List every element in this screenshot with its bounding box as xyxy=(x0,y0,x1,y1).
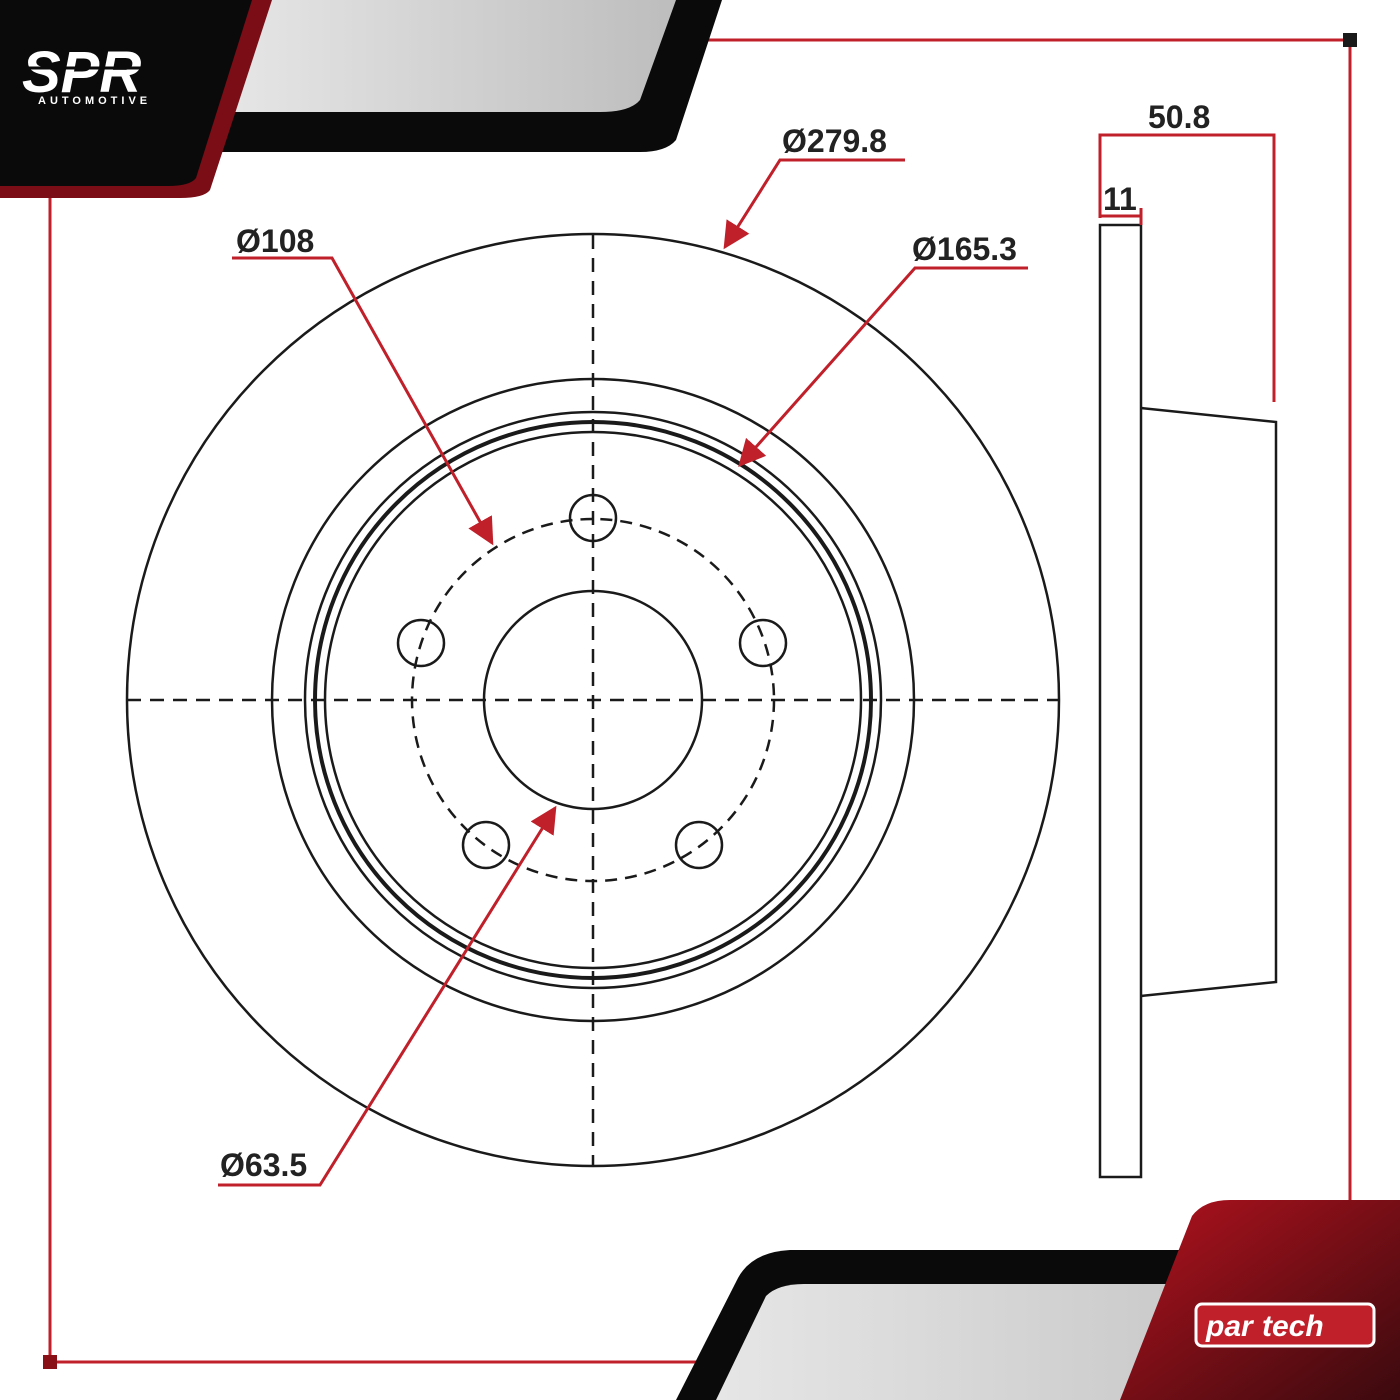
rotor-friction-plate xyxy=(1098,223,1143,1179)
frame-corner-bottom-left xyxy=(43,1355,57,1369)
frame-corner-top-right xyxy=(1343,33,1357,47)
bolt-hole xyxy=(461,820,511,870)
label-overall-height: 50.8 xyxy=(1148,99,1210,135)
leader-bolt-circle xyxy=(232,256,494,546)
hat-ring-2 xyxy=(303,410,883,990)
dimension-leaders xyxy=(218,133,1276,1187)
bottom-right-banner xyxy=(676,1200,1400,1400)
rotor-hat-profile xyxy=(1140,406,1278,998)
partech-logo: par tech xyxy=(1194,1302,1376,1348)
label-center-bore: Ø63.5 xyxy=(220,1147,307,1183)
logo-text: SPR xyxy=(22,40,141,105)
partech-left: par xyxy=(1205,1310,1255,1343)
rotor-front-view xyxy=(125,232,1061,1168)
frame-lines xyxy=(48,38,1352,1364)
rotor-side-view xyxy=(1098,223,1278,1179)
leader-overall-height xyxy=(1098,133,1276,402)
bolt-hole xyxy=(674,820,724,870)
label-inner-ring: Ø165.3 xyxy=(912,231,1017,267)
label-thickness: 11 xyxy=(1103,181,1137,217)
leader-inner-ring xyxy=(738,266,1028,468)
bolt-hole xyxy=(396,618,446,668)
logo-subtext: AUTOMOTIVE xyxy=(38,95,151,107)
top-left-banner xyxy=(0,0,722,198)
partech-right: tech xyxy=(1262,1310,1324,1343)
label-outer-diameter: Ø279.8 xyxy=(782,123,887,159)
bolt-hole xyxy=(738,618,788,668)
label-bolt-circle: Ø108 xyxy=(236,223,314,259)
leader-outer-diameter xyxy=(723,158,905,250)
dimension-labels: Ø279.8 Ø108 Ø165.3 Ø63.5 50.8 11 xyxy=(220,99,1210,1183)
leader-center-bore xyxy=(218,805,557,1187)
spr-logo: SPR AUTOMOTIVE xyxy=(22,40,175,107)
